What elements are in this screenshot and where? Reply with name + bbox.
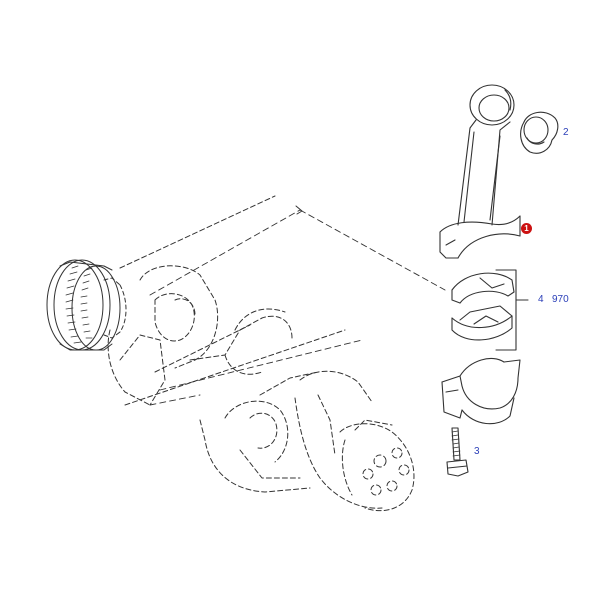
small-end-bushing bbox=[520, 111, 559, 154]
callout-bearing-shells-ref: 970 bbox=[552, 294, 569, 305]
callout-cap-bolt: 3 bbox=[474, 446, 480, 457]
bearing-shells bbox=[451, 269, 529, 351]
callout-bearing-shells: 4 bbox=[538, 294, 544, 305]
callout-small-end-bushing: 2 bbox=[563, 127, 569, 138]
pointer-mark bbox=[295, 205, 303, 215]
connecting-rod-cap bbox=[441, 358, 521, 425]
connecting-rod-marker: 1 bbox=[521, 223, 532, 234]
connecting-rod bbox=[439, 84, 521, 259]
cap-bolt bbox=[446, 427, 469, 477]
crankshaft bbox=[107, 195, 415, 512]
crankshaft-gear bbox=[46, 259, 127, 351]
explosion-lines bbox=[149, 209, 446, 406]
